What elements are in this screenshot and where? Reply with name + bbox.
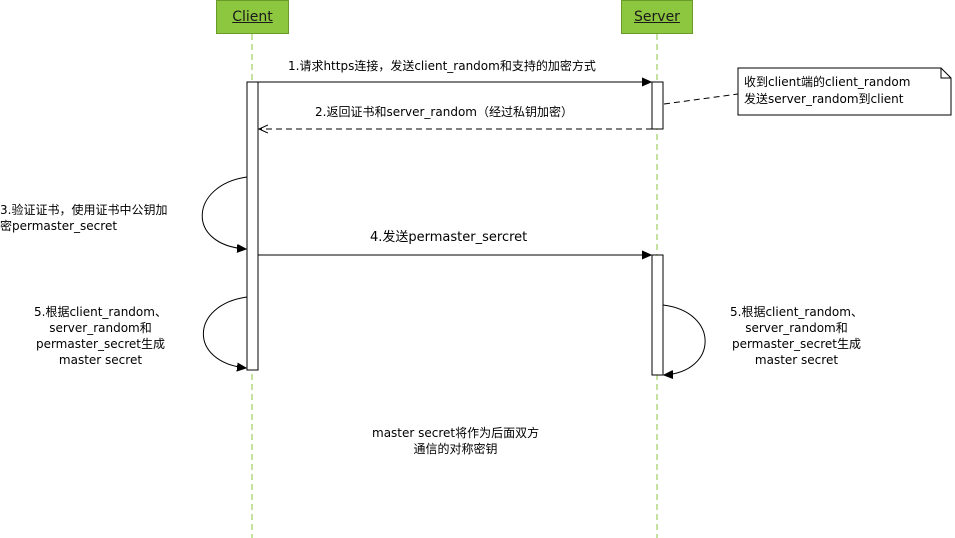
self-loop-5-client-arrow (202, 296, 247, 368)
note-text: 收到client端的client_random 发送server_random到… (744, 74, 910, 108)
client-activation (246, 81, 259, 371)
self-loop-5-server-arrow (663, 304, 706, 375)
message-5-client-label: 5.根据client_random、 server_random和 permas… (34, 305, 167, 367)
server-activation-2 (651, 254, 664, 376)
message-5-server-label: 5.根据client_random、 server_random和 permas… (730, 305, 863, 367)
client-actor-label: Client (232, 9, 273, 25)
message-1-label: 1.请求https连接，发送client_random和支持的加密方式 (288, 59, 596, 73)
note-fold (940, 68, 951, 79)
server-activation-1 (651, 81, 664, 130)
note-line-2: 发送server_random到client (744, 92, 904, 106)
server-actor-label: Server (634, 9, 680, 25)
message-2-label: 2.返回证书和server_random（经过私钥加密） (315, 105, 573, 119)
client-actor: Client (216, 0, 289, 34)
footer-note: master secret将作为后面双方 通信的对称密钥 (372, 426, 540, 456)
message-4-label: 4.发送permaster_sercret (370, 230, 528, 245)
note-connector (663, 93, 739, 105)
note-box (737, 67, 952, 116)
message-3-label: 3.验证证书，使用证书中公钥加 密permaster_secret (0, 203, 168, 233)
note-line-1: 收到client端的client_random (744, 75, 911, 89)
self-loop-3-arrow (201, 176, 247, 249)
server-actor: Server (621, 0, 693, 34)
